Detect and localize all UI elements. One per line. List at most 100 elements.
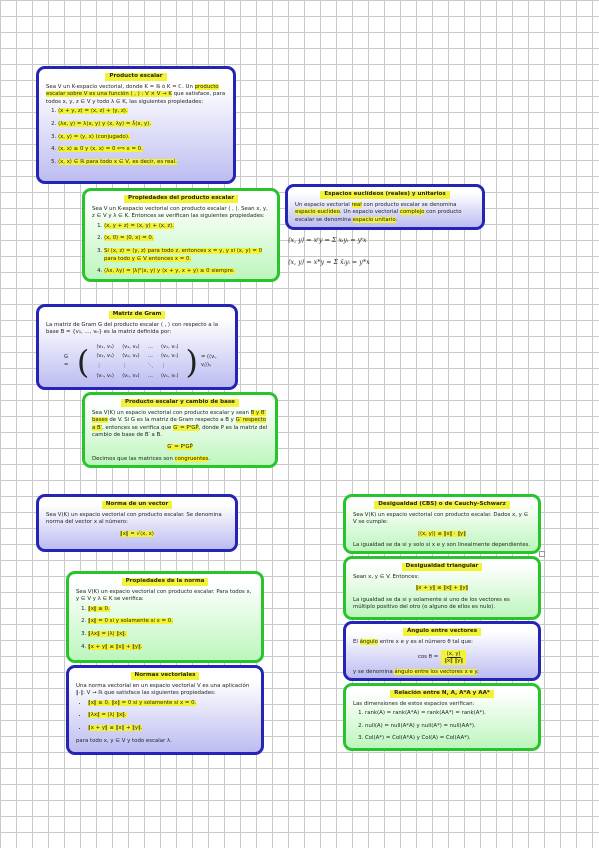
list-item: ⟨x, x⟩ ∈ ℝ para todo x ∈ V, es decir, es… [58,158,226,167]
card-intro: Sean x, y ∈ V. Entonces: [353,573,420,580]
card-title: Propiedades del producto escalar [124,195,238,203]
formula-box: ‖x‖ = √⟨x, x⟩ [120,530,154,537]
matrix-cell: … [147,353,153,360]
matrix-label: G = [64,354,69,368]
list-item: ⟨x, y + z⟩ = ⟨x, y⟩ + ⟨x, z⟩. [104,222,270,231]
formula-real-dot-product: ⟨x, y⟩ = xᵗy = Σ xᵢyᵢ = yᵗx [288,236,367,244]
formula-complex-dot-product: ⟨x, y⟩ = x*y = Σ x̄ᵢyᵢ = y*x [288,258,370,266]
property-list: ‖x‖ ≥ 0, ‖x‖ = 0 si y solamente si x = 0… [76,699,254,733]
gram-matrix: G = ( ⟨v₁, v₁⟩ ⟨v₁, v₂⟩ … ⟨v₁, vₙ⟩ ⟨v₂, … [64,343,228,381]
formula-box: |⟨x, y⟩| ≤ ‖x‖ · ‖y‖ [418,530,466,537]
matrix-cell: ⋱ [147,362,153,369]
card-espacios-euclideos: Espacios euclídeos (reales) y unitarios … [285,184,485,230]
card-title: Espacios euclídeos (reales) y unitarios [320,191,450,199]
list-item: ‖x + y‖ ≤ ‖x‖ + ‖y‖. [88,724,254,733]
resize-handle-icon [539,551,545,557]
fraction: ⟨x, y⟩ ‖x‖ ‖y‖ [441,650,467,666]
property-list: ‖x‖ ≥ 0. ‖x‖ = 0 si y solamente si x = 0… [76,605,254,652]
card-matriz-gram: Matriz de Gram La matriz de Gram G del p… [36,304,238,390]
list-item: Col(A*) = Col(A*A) y Col(A) = Col(AA*). [365,735,531,743]
table-row: ⟨v₂, v₁⟩ ⟨v₂, v₂⟩ … ⟨v₂, vₙ⟩ [92,352,182,362]
matrix-cell: … [147,343,153,350]
list-item: ‖x + y‖ ≤ ‖x‖ + ‖y‖. [88,643,254,652]
card-title: Matriz de Gram [108,311,166,319]
list-item: ‖x‖ ≥ 0. [88,605,254,614]
list-item: ⟨x, x⟩ ≥ 0 y ⟨x, x⟩ = 0 ⟺ x = 0. [58,146,226,154]
card-title: Desigualdad triangular [401,563,483,571]
formula-box: cos θ = ⟨x, y⟩ ‖x‖ ‖y‖ [353,650,531,666]
card-title: Producto escalar y cambio de base [121,399,239,407]
card-propiedades-producto: Propiedades del producto escalar Sea V u… [82,188,280,282]
card-footer: y se denomina ángulo entre los vectores … [353,669,479,676]
card-title: Relación entre N, A, A*A y AA* [390,690,494,698]
matrix-cell: … [147,372,153,379]
card-intro: Sea V(K) un espacio vectorial con produc… [76,588,252,603]
card-cambio-base: Producto escalar y cambio de base Sea V(… [82,392,278,468]
card-title: Normas vectoriales [130,672,200,680]
card-intro: El ángulo entre x e y es el número θ tal… [353,638,473,645]
card-normas-vectoriales: Normas vectoriales Una norma vectorial e… [66,665,264,755]
card-footer: La igualdad se da si y solamente si uno … [353,596,510,611]
list-item: null(A) = null(A*A) y null(A*) = null(AA… [365,723,531,731]
card-angulo: Ángulo entre vectores El ángulo entre x … [343,621,541,681]
card-text: Sea V(K) un espacio vectorial con produc… [92,409,268,439]
list-item: ⟨λx, λy⟩ = |λ|²⟨x, y⟩ y ⟨x + y, x + y⟩ ≥… [104,268,270,276]
property-list: rank(A) = rank(A*A) = rank(AA*) = rank(A… [353,710,531,743]
table-row: ⋮ ⋮ ⋱ ⋮ [92,362,182,372]
card-desigualdad-triangular: Desigualdad triangular Sean x, y ∈ V. En… [343,556,541,620]
matrix-cell: ⟨v₁, vₙ⟩ [160,343,179,350]
card-relacion: Relación entre N, A, A*A y AA* Las dimen… [343,683,541,751]
card-cauchy-schwarz: Desigualdad (CBS) o de Cauchy-Schwarz Se… [343,494,541,554]
matrix-cell: ⋮ [160,362,167,369]
card-producto-escalar: Producto escalar Sea V un K-espacio vect… [36,66,236,184]
list-item: Si ⟨x, z⟩ = ⟨y, z⟩ para todo z, entonces… [104,247,270,263]
card-title: Propiedades de la norma [121,578,209,586]
list-item: ‖x‖ = 0 si y solamente si x = 0. [88,618,254,626]
card-norma: Norma de un vector Sea V(K) un espacio v… [36,494,238,552]
right-paren-icon: ) [185,342,199,381]
list-item: ⟨x, 0⟩ = ⟨0, x⟩ = 0. [104,235,270,243]
card-title: Desigualdad (CBS) o de Cauchy-Schwarz [374,501,510,509]
card-propiedades-norma: Propiedades de la norma Sea V(K) un espa… [66,571,264,663]
card-intro: La matriz de Gram G del producto escalar… [46,321,219,336]
card-footer: La igualdad se da si y solo si x e y son… [353,542,531,549]
list-item: ‖λx‖ = |λ| ‖x‖. [88,630,254,639]
card-intro: Sea V un K-espacio vectorial, donde K = … [46,83,226,105]
matrix-table: ⟨v₁, v₁⟩ ⟨v₁, v₂⟩ … ⟨v₁, vₙ⟩ ⟨v₂, v₁⟩ ⟨v… [92,343,182,381]
matrix-cell: ⟨v₂, v₂⟩ [122,353,140,360]
matrix-cell: ⟨v₂, v₁⟩ [96,353,115,360]
matrix-cell: ⋮ [122,362,128,369]
matrix-suffix: = (⟨vᵢ, vⱼ⟩)ᵢⱼ [201,354,217,368]
card-title: Norma de un vector [101,501,173,509]
matrix-cell: ⟨vₙ, v₁⟩ [96,372,115,379]
list-item: ⟨x, y⟩ = ⟨y, x⟩ (conjugado). [58,133,226,142]
table-row: ⟨vₙ, v₁⟩ ⟨vₙ, v₂⟩ … ⟨vₙ, vₙ⟩ [92,372,182,382]
card-footer: para todo x, y ∈ V y todo escalar λ. [76,737,172,744]
card-footer: Decimos que las matrices son congruentes… [92,455,211,462]
formula-box: G′ = PᵗGP̄ [167,443,193,450]
property-list: ⟨x + y, z⟩ = ⟨x, z⟩ + ⟨y, z⟩. ⟨λx, y⟩ = … [46,108,226,166]
card-intro: Sea V(K) un espacio vectorial con produc… [46,511,222,526]
card-text: Un espacio vectorial real con producto e… [295,201,462,223]
formula-box: ‖x + y‖ ≤ ‖x‖ + ‖y‖ [415,585,469,592]
matrix-cell: ⟨v₁, v₂⟩ [122,343,140,350]
card-intro: Una norma vectorial en un espacio vector… [76,682,250,697]
card-intro: Sea V(K) un espacio vectorial con produc… [353,511,529,526]
matrix-cell: ⟨v₂, vₙ⟩ [160,353,179,360]
card-title: Producto escalar [105,73,167,81]
card-intro: Las dimensiones de estos espacios verifi… [353,700,475,707]
table-row: ⟨v₁, v₁⟩ ⟨v₁, v₂⟩ … ⟨v₁, vₙ⟩ [92,343,182,353]
matrix-cell: ⟨v₁, v₁⟩ [96,343,115,350]
matrix-cell: ⋮ [96,362,102,369]
list-item: ‖λx‖ = |λ| ‖x‖. [88,712,254,720]
matrix-cell: ⟨vₙ, vₙ⟩ [160,372,179,379]
list-item: ‖x‖ ≥ 0, ‖x‖ = 0 si y solamente si x = 0… [88,699,254,708]
card-intro: Sea V un K-espacio vectorial con product… [92,205,268,220]
list-item: ⟨λx, y⟩ = λ⟨x, y⟩ y ⟨x, λy⟩ = λ̄⟨x, y⟩. [58,120,226,129]
list-item: rank(A) = rank(A*A) = rank(AA*) = rank(A… [365,710,531,718]
left-paren-icon: ( [76,342,90,381]
matrix-cell: ⟨vₙ, v₂⟩ [122,372,140,379]
list-item: ⟨x + y, z⟩ = ⟨x, z⟩ + ⟨y, z⟩. [58,108,226,116]
card-title: Ángulo entre vectores [402,628,482,636]
property-list: ⟨x, y + z⟩ = ⟨x, y⟩ + ⟨x, z⟩. ⟨x, 0⟩ = ⟨… [92,222,270,276]
